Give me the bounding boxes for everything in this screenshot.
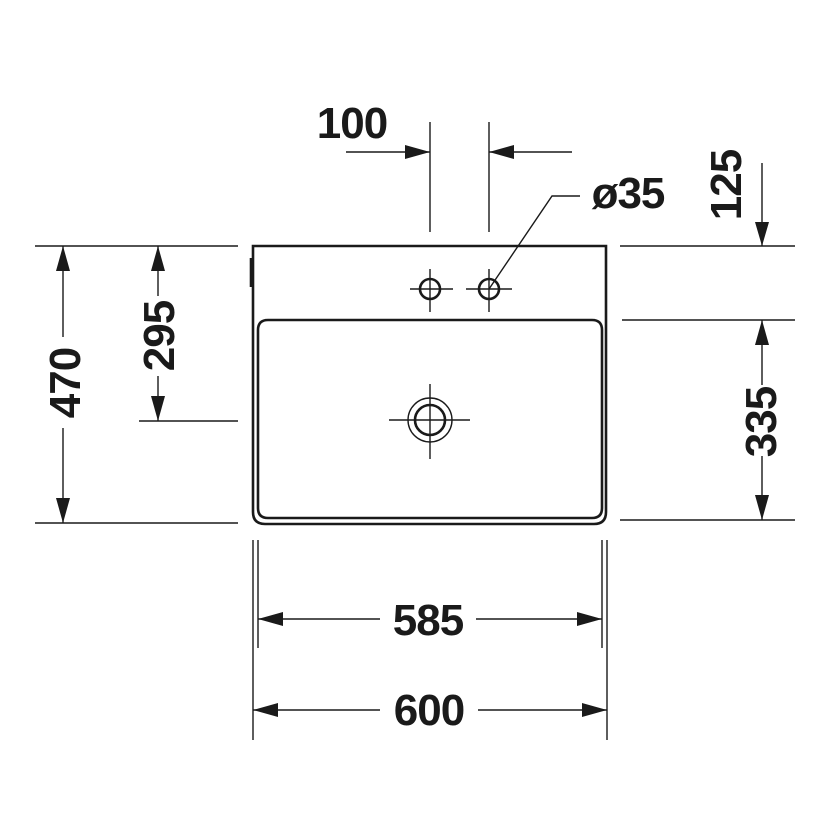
dimension-bowl-depth: 335 bbox=[620, 319, 795, 521]
dimension-tap-spacing: 100 bbox=[317, 99, 572, 232]
dimension-label-585: 585 bbox=[393, 596, 464, 645]
dimension-label-125: 125 bbox=[702, 149, 751, 220]
dimension-tap-diameter: ø35 bbox=[488, 169, 666, 290]
basin-outline bbox=[249, 244, 608, 526]
dimension-label-diameter-35: ø35 bbox=[592, 169, 665, 218]
dimension-label-100: 100 bbox=[317, 99, 387, 148]
dimension-bowl-width: 585 bbox=[257, 540, 603, 648]
dimension-label-600: 600 bbox=[394, 686, 464, 735]
dimension-label-295: 295 bbox=[135, 300, 184, 371]
tap-hole-left bbox=[410, 269, 453, 312]
dimension-total-depth: 470 bbox=[35, 245, 238, 524]
waste-outlet bbox=[389, 384, 470, 459]
dimension-total-width: 600 bbox=[252, 540, 608, 740]
dimension-tap-from-back: 125 bbox=[620, 149, 795, 247]
tap-hole-right bbox=[466, 269, 512, 312]
dimension-waste-from-back: 295 bbox=[135, 246, 238, 422]
dimension-label-470: 470 bbox=[41, 348, 90, 418]
dimension-label-335: 335 bbox=[737, 386, 786, 457]
